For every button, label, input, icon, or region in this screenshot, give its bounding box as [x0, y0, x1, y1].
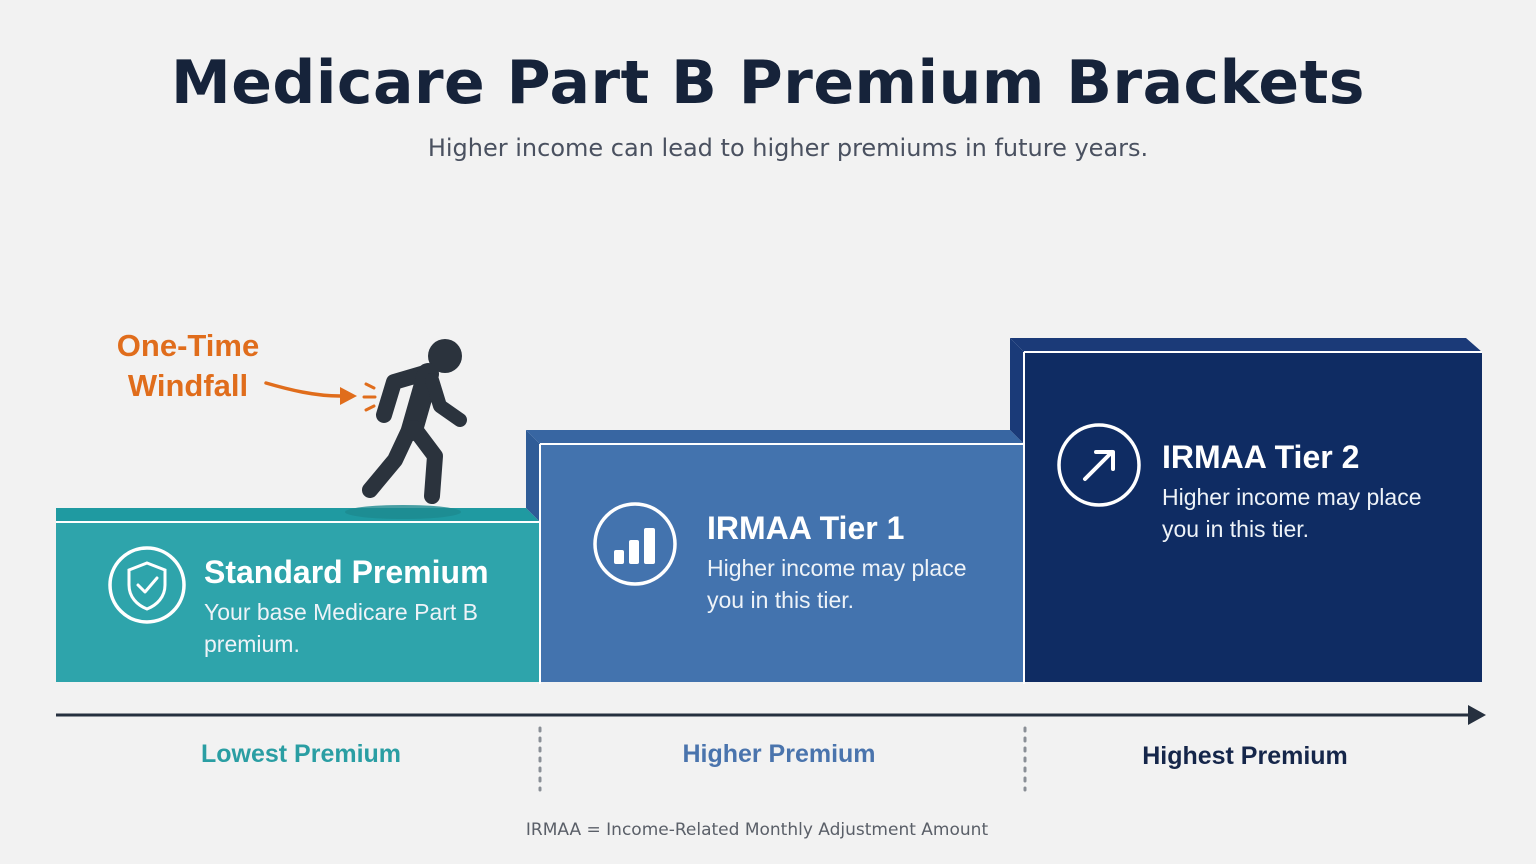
tier-description-line: you in this tier.: [1162, 516, 1310, 542]
tier-description: Higher income may place you in this tier…: [1162, 481, 1462, 545]
tier-irmaa-2-text: IRMAA Tier 2 Higher income may place you…: [1162, 437, 1462, 545]
tier-description: Higher income may place you in this tier…: [707, 552, 1007, 616]
tier-title: IRMAA Tier 1: [707, 510, 905, 546]
tier-block-irmaa-2: [1010, 338, 1482, 682]
shield-check-icon: [108, 546, 186, 624]
windfall-arrow: [264, 381, 377, 412]
tier-description-line: you in this tier.: [707, 587, 855, 613]
tier-irmaa-1-text: IRMAA Tier 1 Higher income may place you…: [707, 508, 1007, 616]
tier-title: IRMAA Tier 2: [1162, 439, 1360, 475]
walking-person-icon: [345, 339, 467, 519]
tier-description-line: Higher income may place: [707, 555, 967, 581]
windfall-line-1: One-Time: [116, 328, 260, 363]
axis-label-lowest: Lowest Premium: [200, 740, 402, 768]
axis-label-higher: Higher Premium: [682, 740, 876, 768]
page-title: Medicare Part B Premium Brackets: [171, 48, 1365, 118]
arrow-up-right-icon: [1057, 423, 1141, 507]
footnote: IRMAA = Income-Related Monthly Adjustmen…: [525, 820, 989, 840]
tier-title: Standard Premium: [204, 554, 489, 590]
tier-description: Your base Medicare Part B premium.: [204, 596, 524, 660]
page-subtitle: Higher income can lead to higher premium…: [427, 134, 1149, 162]
tier-standard-text: Standard Premium Your base Medicare Part…: [204, 552, 524, 660]
tier-description-line: Higher income may place: [1162, 484, 1422, 510]
axis-label-highest: Highest Premium: [1142, 742, 1348, 770]
tier-description-line: premium.: [204, 631, 300, 657]
premium-axis: [56, 705, 1486, 792]
windfall-label: One-Time Windfall: [104, 326, 272, 406]
tier-description-line: Your base Medicare Part B: [204, 599, 479, 625]
bar-chart-icon: [593, 502, 677, 586]
windfall-line-2: Windfall: [127, 368, 249, 403]
